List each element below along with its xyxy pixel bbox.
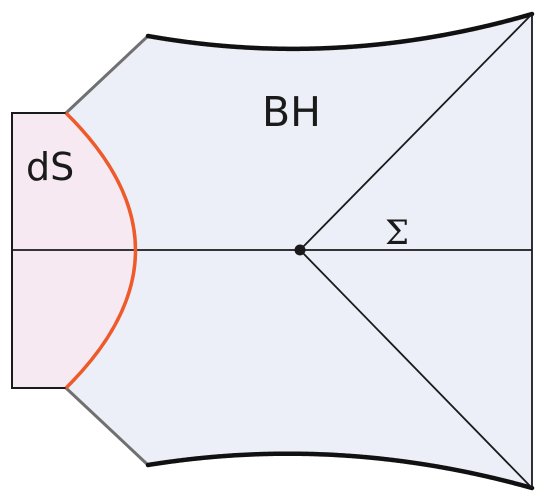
lower-singularity — [145, 451, 535, 491]
upper-singularity — [145, 11, 535, 52]
lower-horizon-line — [299, 249, 533, 489]
bh-label: BH — [262, 88, 321, 136]
bifurcation-point — [294, 244, 306, 256]
upper-horizon-line — [299, 13, 533, 251]
sigma-label: Σ — [385, 213, 409, 253]
ds-label: dS — [26, 145, 74, 189]
cosmological-horizon-curve — [64, 111, 138, 390]
lower-diagonal-edge — [64, 386, 150, 467]
upper-diagonal-edge — [64, 34, 150, 115]
